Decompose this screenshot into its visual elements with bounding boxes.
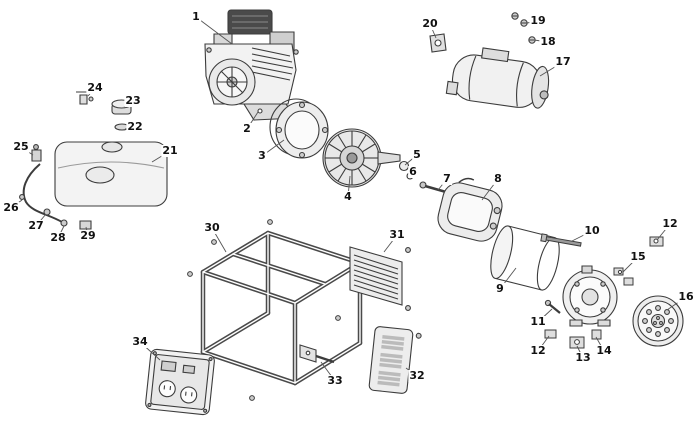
side-panel-illustration — [369, 326, 422, 394]
long-bolt-illustration — [541, 234, 582, 248]
fuel-valve — [32, 145, 41, 161]
muffler-bracket-illustration — [430, 34, 446, 52]
muffler-screws-illustration — [512, 13, 535, 43]
muffler-illustration — [446, 44, 554, 112]
hose-clamp — [80, 221, 91, 229]
louver-panel-illustration — [350, 247, 410, 310]
circuit-breaker — [161, 361, 176, 371]
stator-housing-illustration — [270, 99, 328, 158]
fuel-hose — [24, 164, 62, 222]
fuel-cap-gasket — [115, 124, 129, 130]
frame-screws — [188, 220, 371, 401]
end-cover-illustration — [563, 266, 617, 326]
part-14 — [592, 330, 601, 339]
bracket-12-bottom — [545, 330, 556, 338]
control-panel-illustration — [145, 349, 215, 415]
frame-illustration — [188, 220, 371, 401]
rotor-shaft — [378, 152, 400, 164]
outlet-receptacle — [158, 380, 176, 398]
engine-illustration — [205, 10, 298, 120]
panel-switch — [183, 365, 195, 373]
tank-bracket — [76, 92, 94, 104]
bracket-33-illustration — [300, 345, 334, 362]
rear-housing-illustration — [435, 173, 507, 244]
fuel-cap — [112, 100, 131, 114]
rotor-fan-illustration — [323, 129, 453, 194]
outlet-receptacle — [180, 386, 198, 404]
bolt-11 — [545, 300, 560, 313]
rear-cover-illustration — [633, 296, 683, 346]
fuel-tank-illustration — [20, 92, 167, 229]
stator-can-illustration — [486, 224, 563, 292]
